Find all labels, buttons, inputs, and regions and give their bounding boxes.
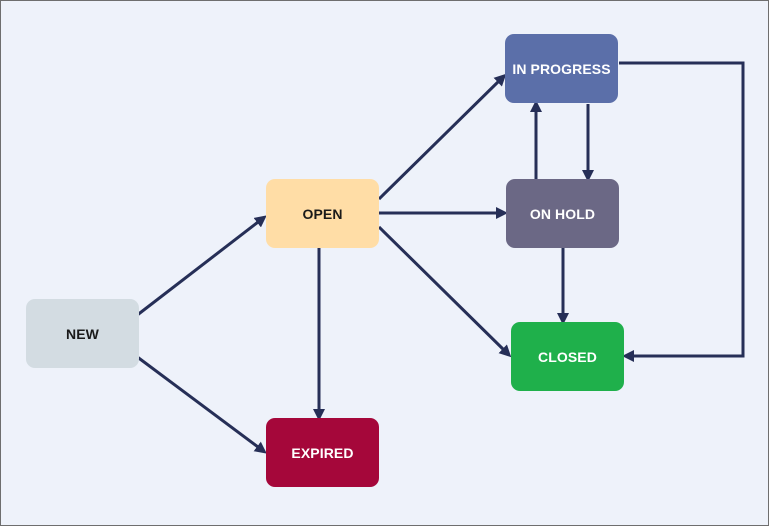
state-node-on-hold: ON HOLD: [506, 179, 619, 248]
edge-in-progress-to-closed: [619, 61, 745, 362]
state-label-expired: EXPIRED: [291, 444, 354, 461]
edge-open-to-in-progress: [377, 73, 507, 201]
state-label-new: NEW: [66, 325, 99, 342]
state-node-in-progress: IN PROGRESS: [505, 34, 618, 103]
state-label-in-progress: IN PROGRESS: [512, 60, 611, 77]
edge-new-to-expired: [135, 354, 267, 454]
state-node-new: NEW: [26, 299, 139, 368]
state-node-expired: EXPIRED: [266, 418, 379, 487]
edge-new-to-open: [135, 215, 267, 318]
state-node-open: OPEN: [266, 179, 379, 248]
state-label-open: OPEN: [302, 205, 343, 222]
edge-open-to-closed: [377, 225, 512, 358]
state-label-closed: CLOSED: [538, 348, 597, 365]
state-node-closed: CLOSED: [511, 322, 624, 391]
state-label-on-hold: ON HOLD: [529, 205, 596, 222]
